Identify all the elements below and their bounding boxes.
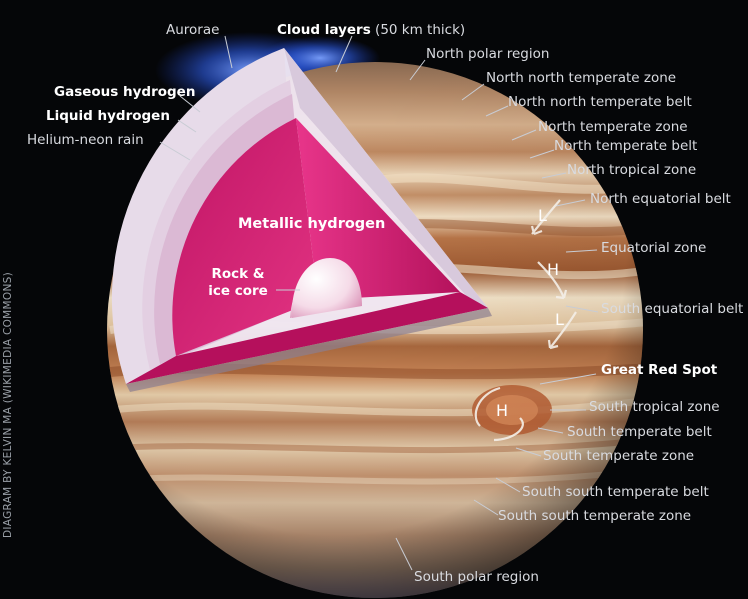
- label-nn-temperate-belt: North north temperate belt: [508, 94, 692, 110]
- label-n-tropical-zone: North tropical zone: [567, 162, 697, 178]
- label-n-equatorial-belt: North equatorial belt: [590, 191, 731, 207]
- label-s-equatorial-belt: South equatorial belt: [601, 301, 744, 317]
- label-s-temperate-zone: South temperate zone: [543, 448, 695, 464]
- wind-low-south: L: [555, 310, 564, 329]
- label-n-temperate-belt: North temperate belt: [554, 138, 698, 154]
- label-rock-ice-core: Rock & ice core: [200, 266, 276, 300]
- wind-low-north: L: [538, 206, 547, 225]
- wind-high-equator: H: [547, 260, 560, 279]
- metallic-hydrogen-layer: [172, 118, 318, 356]
- label-ss-temperate-belt: South south temperate belt: [522, 484, 709, 500]
- label-equatorial-zone: Equatorial zone: [601, 240, 707, 256]
- label-gaseous-hydrogen: Gaseous hydrogen: [54, 84, 196, 100]
- label-core-line1: Rock &: [211, 266, 265, 282]
- label-s-temperate-belt: South temperate belt: [567, 424, 712, 440]
- label-great-red-spot: Great Red Spot: [601, 362, 718, 378]
- label-south-polar-region: South polar region: [414, 569, 539, 585]
- label-nn-temperate-zone: North north temperate zone: [486, 70, 677, 86]
- leader-lines: [159, 35, 599, 571]
- wind-high-red-spot: H: [496, 401, 509, 420]
- label-n-temperate-zone: North temperate zone: [538, 119, 688, 135]
- wind-arrows: [474, 199, 577, 442]
- label-cloud-layers-rest: (50 km thick): [370, 22, 466, 38]
- label-cloud-layers: Cloud layers (50 km thick): [277, 22, 465, 38]
- label-liquid-hydrogen: Liquid hydrogen: [46, 108, 170, 124]
- label-cloud-layers-bold: Cloud layers: [277, 22, 371, 38]
- label-core-line2: ice core: [208, 283, 268, 299]
- label-aurorae: Aurorae: [166, 22, 220, 38]
- label-s-tropical-zone: South tropical zone: [589, 399, 720, 415]
- label-ss-temperate-zone: South south temperate zone: [498, 508, 692, 524]
- label-north-polar-region: North polar region: [426, 46, 550, 62]
- label-metallic-hydrogen: Metallic hydrogen: [238, 216, 386, 232]
- label-helium-neon-rain: Helium-neon rain: [27, 132, 144, 148]
- image-credit: DIAGRAM BY KELVIN MA (WIKIMEDIA COMMONS): [2, 272, 14, 538]
